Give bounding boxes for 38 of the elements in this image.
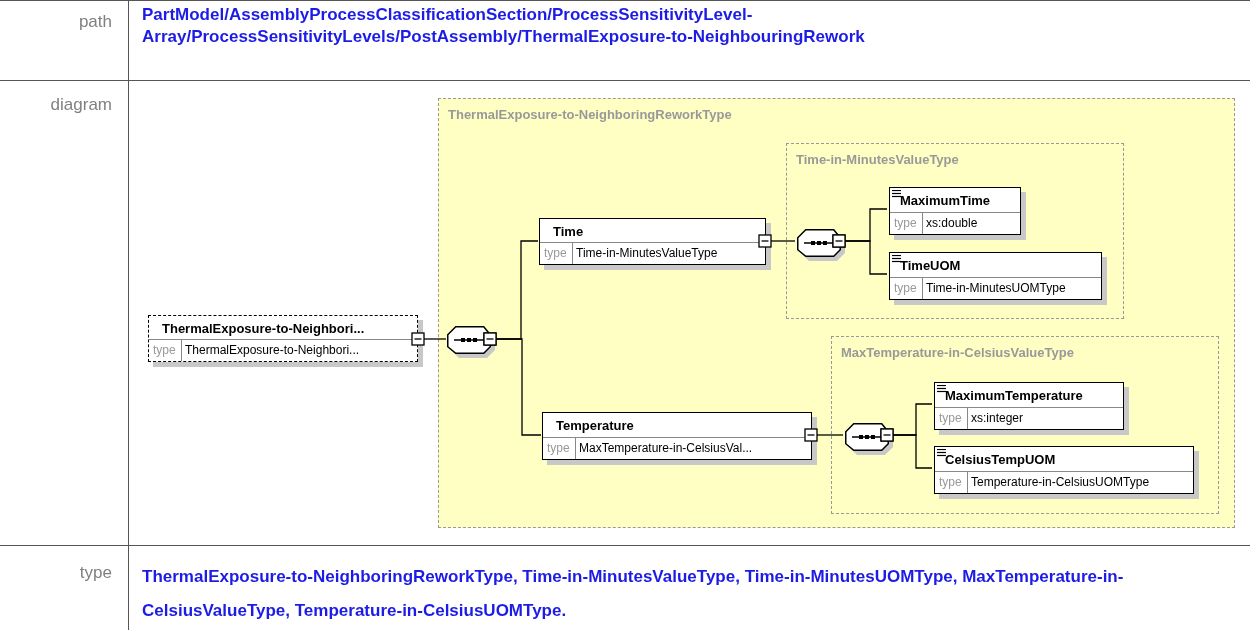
type-value: ThermalExposure-to-Neighbori...	[185, 343, 360, 357]
type-label: type	[939, 411, 962, 425]
type-value: Time-in-MinutesUOMType	[926, 281, 1066, 295]
element-name: Time	[553, 224, 584, 239]
path-text: PartModel/AssemblyProcessClassificationSection/ProcessSensitivityLevel-Array/ProcessSensitivityLevels/PostAssembly/ThermalExposure-to-NeighbouringRework	[142, 4, 866, 48]
row-label: diagram	[49, 95, 112, 115]
connector-line	[880, 428, 933, 469]
type-label: type	[544, 246, 567, 260]
type-value: xs:integer	[971, 411, 1024, 425]
element-name: MaximumTime	[900, 193, 991, 208]
type-group	[438, 98, 1235, 528]
type-group	[786, 143, 1124, 319]
connector-line	[411, 332, 447, 346]
type-value: Temperature-in-CelsiusUOMType	[971, 475, 1150, 489]
element-name: MaximumTemperature	[945, 388, 1083, 403]
type-group	[831, 336, 1219, 514]
row-label: path	[77, 12, 112, 32]
element-name: Temperature	[556, 418, 634, 433]
type-label: type	[939, 475, 962, 489]
connector-line	[832, 234, 888, 275]
type-label: type	[547, 441, 570, 455]
type-value: MaxTemperature-in-CelsiusVal...	[579, 441, 753, 455]
type-label: type	[894, 281, 917, 295]
element-name: CelsiusTempUOM	[945, 452, 1056, 467]
connector-line	[804, 428, 844, 442]
connector-line	[483, 332, 542, 436]
group-title: Time-in-MinutesValueType	[796, 152, 959, 167]
row-label: type	[78, 563, 112, 583]
type-label: type	[894, 216, 917, 230]
element-name: TimeUOM	[900, 258, 961, 273]
element-name: ThermalExposure-to-Neighbori...	[162, 321, 365, 336]
type-value: xs:double	[926, 216, 978, 230]
connector-line	[758, 234, 796, 248]
group-title: ThermalExposure-to-NeighboringReworkType	[448, 107, 732, 122]
type-list-text: ThermalExposure-to-NeighboringReworkType, Time-in-MinutesValueType, Time-in-MinutesUOMType, MaxTemperature-in-CelsiusValueType, Temperature-in-CelsiusUOMType.	[142, 566, 1125, 622]
type-value: Time-in-MinutesValueType	[576, 246, 718, 260]
group-title: MaxTemperature-in-CelsiusValueType	[841, 345, 1074, 360]
type-label: type	[153, 343, 176, 357]
